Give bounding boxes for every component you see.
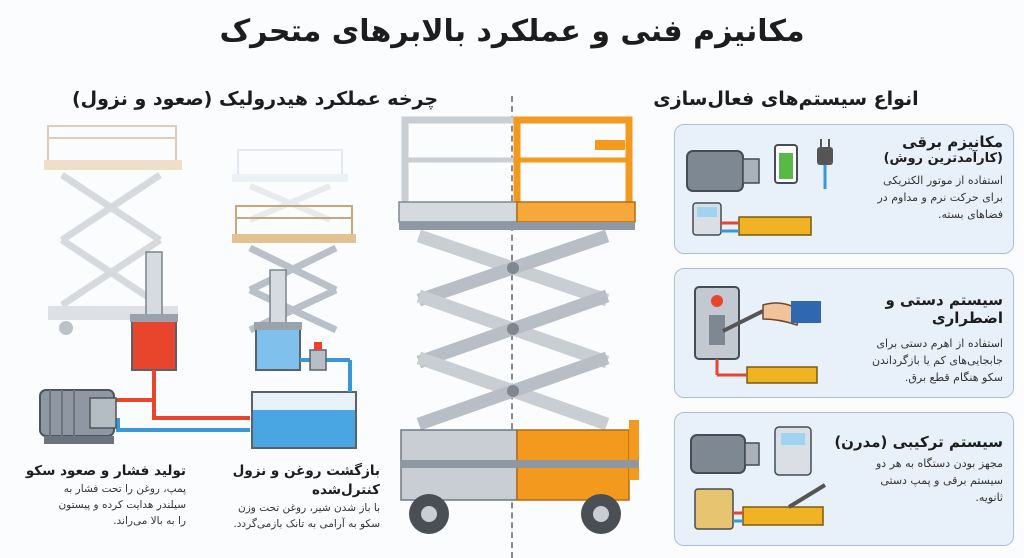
plug-icon <box>817 139 833 189</box>
release-valve <box>300 342 350 371</box>
electric-motor-icon <box>686 144 812 236</box>
card-manual-line-3: سکو هنگام قطع برق. <box>904 371 1003 384</box>
card-hybrid-line-2: سیستم برقی و پمپ دستی <box>880 474 1003 487</box>
card-electric-subtitle: (کارآمدترین روش) <box>883 151 1003 166</box>
card-hybrid-title: سیستم ترکیبی (مدرن) <box>834 433 1003 451</box>
card-manual-title: سیستم دستی و اضطراری <box>885 291 1003 327</box>
oil-tank <box>251 360 357 449</box>
step-return-line-2: سکو به آرامی به تانک بازمی‌گردد. <box>233 518 380 530</box>
card-manual-line-2: جابجایی‌های کم یا بازگرداندن <box>871 354 1003 367</box>
card-electric-line-1: استفاده از موتور الکتریکی <box>883 174 1003 187</box>
step-return-title-2: کنترل‌شده <box>311 482 380 498</box>
card-electric-line-3: فضاهای بسته. <box>938 208 1003 221</box>
step-return-line-1: با باز شدن شیر، روغن تحت وزن <box>238 502 380 514</box>
platform-guardrail <box>401 116 633 212</box>
step-pressure-title: تولید فشار و صعود سکو <box>25 463 186 479</box>
card-electric-title: مکانیزم برقی <box>902 133 1003 151</box>
card-electric: مکانیزم برقی (کارآمدترین روش) استفاده از… <box>674 124 1014 254</box>
pipes <box>110 370 250 432</box>
cylinder-returning <box>254 269 302 371</box>
card-electric-line-2: برای حرکت نرم و مداوم در <box>877 191 1004 204</box>
chassis <box>400 420 639 534</box>
activation-heading: انواع سیستم‌های فعال‌سازی <box>653 88 919 110</box>
card-manual-line-1: استفاده از اهرم دستی برای <box>876 337 1003 350</box>
scissor-lift-illustration <box>398 116 639 534</box>
cylinder-pressurized <box>130 251 178 371</box>
step-return-title-1: بازگشت روغن و نزول <box>232 463 380 479</box>
card-hybrid-line-1: مجهز بودن دستگاه به هر دو <box>876 457 1003 470</box>
lift-lowering <box>232 205 356 334</box>
step-pressure-line-2: سیلندر هدایت کرده و پیستون <box>58 499 186 511</box>
scissor-arms <box>416 229 610 431</box>
card-hybrid-line-3: ثانویه. <box>975 491 1003 504</box>
faded-lift-ghost <box>232 149 348 223</box>
step-pressure-line-1: پمپ، روغن را تحت فشار به <box>63 483 186 495</box>
pump-motor <box>39 389 117 444</box>
card-manual: سیستم دستی و اضطراری استفاده از اهرم دست… <box>674 268 1014 398</box>
card-hybrid: سیستم ترکیبی (مدرن) مجهز بودن دستگاه به … <box>674 412 1014 546</box>
page-title: مکانیزم فنی و عملکرد بالابرهای متحرک <box>219 14 805 49</box>
manual-lever-icon <box>694 286 821 384</box>
hydraulic-cycle-illustration <box>39 125 357 449</box>
hybrid-system-icon <box>690 426 827 530</box>
hydraulic-heading: چرخه عملکرد هیدرولیک (صعود و نزول) <box>71 88 439 110</box>
step-pressure-line-3: را به بالا می‌راند. <box>113 515 186 527</box>
